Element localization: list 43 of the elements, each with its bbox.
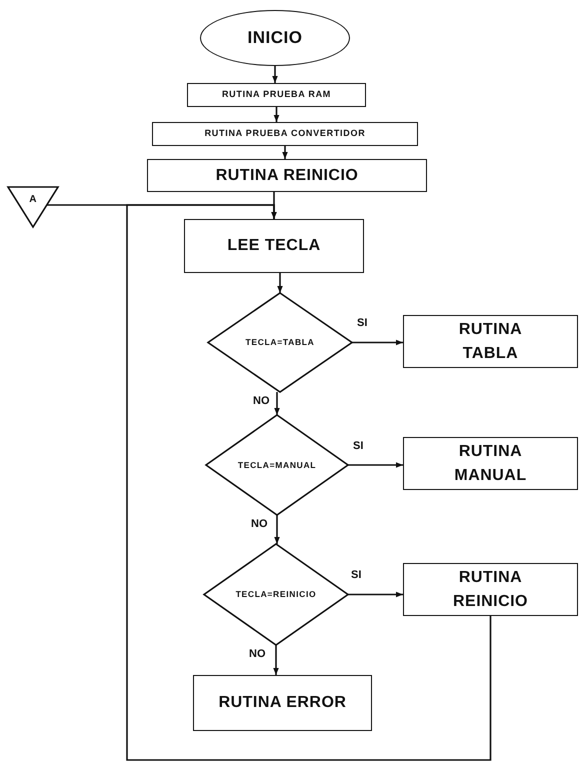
process-box [403,563,578,616]
node-label: INICIO [246,26,304,49]
node-label: RUTINA ERROR [218,693,348,714]
node-label: TECLA=TABLA [244,336,316,349]
arrow [274,392,280,415]
edge-label: NO [248,648,266,660]
decision-diamond [206,415,348,515]
decision-diamond [208,293,352,392]
node-label: TECLA=REINICIO [234,588,318,601]
process-box [147,159,427,192]
arrow [46,204,277,219]
process-box [152,122,418,146]
process-box [193,675,372,731]
edge-label: NO [252,395,270,407]
arrow [277,273,283,293]
arrow [273,645,279,675]
arrow [352,340,403,346]
node-label: RUTINA TABLA [458,320,524,364]
process-box [187,83,366,107]
edge-label: SI [356,317,368,329]
node-label: A [29,192,37,207]
decision-diamond [204,544,348,645]
node-label: RUTINA MANUAL [453,442,528,486]
arrow [274,515,280,544]
process-box [184,219,364,273]
edge-label: SI [350,569,362,581]
arrow [272,66,278,83]
arrow [274,107,280,122]
arrow [348,462,403,468]
arrow [282,146,288,159]
connector-triangle [8,187,58,227]
edge-label: NO [250,518,268,530]
node-label: RUTINA REINICIO [214,166,360,186]
node-label: RUTINA PRUEBA RAM [220,88,332,102]
connector-line [126,204,492,761]
node-label: TECLA=MANUAL [236,458,318,472]
arrow [348,592,403,598]
node-label: LEE TECLA [226,236,322,256]
edge-label: SI [352,440,364,452]
node-label: RUTINA REINICIO [452,568,529,612]
process-box [403,437,578,490]
node-label: RUTINA PRUEBA CONVERTIDOR [204,127,366,140]
process-box [403,315,578,368]
